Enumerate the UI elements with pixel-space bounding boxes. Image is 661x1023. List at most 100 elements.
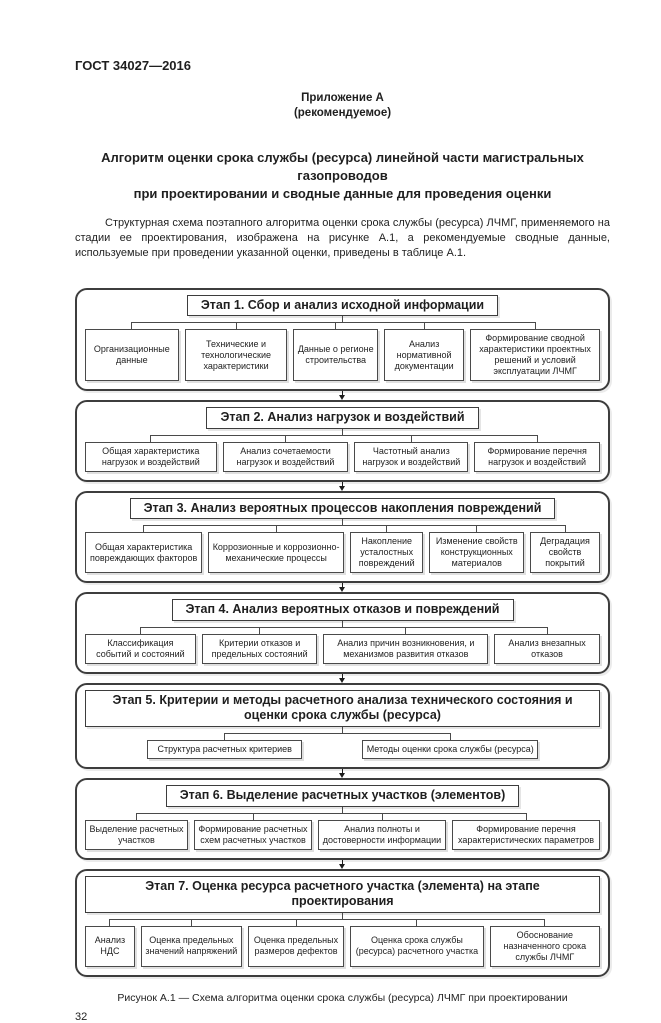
stage-1-title: Этап 1. Сбор и анализ исходной информаци… [186, 294, 499, 317]
stage-6-box-2: Формирование расчетных схем расчетных уч… [194, 819, 312, 850]
stage-6-box-1: Выделение расчетных участков [85, 819, 188, 850]
connector-line [284, 434, 286, 442]
appendix-label: Приложение А [301, 92, 384, 104]
connector-line [139, 626, 141, 634]
stage-4-box-1: Классификация событий и состояний [85, 633, 196, 664]
stage-2: Этап 2. Анализ нагрузок и воздействий Об… [75, 400, 610, 482]
stage-4: Этап 4. Анализ вероятных отказов и повре… [75, 592, 610, 674]
connector-line [342, 428, 343, 435]
stage-6-box-3: Анализ полноты и достоверности информаци… [318, 819, 446, 850]
arrow-down-icon [338, 769, 347, 779]
connector-line [423, 322, 425, 330]
connector-line [544, 918, 546, 926]
arrow-down-icon [338, 583, 347, 593]
stage-5: Этап 5. Критерии и методы расчетного ана… [75, 682, 610, 770]
stage-6-box-4: Формирование перечня характеристических … [452, 819, 600, 850]
stage-4-box-4: Анализ внезапных отказов [494, 633, 600, 664]
doc-number: ГОСТ 34027—2016 [75, 58, 191, 73]
page-number: 32 [75, 1010, 88, 1023]
arrow-down-icon [338, 859, 347, 869]
stage-5-title: Этап 5. Критерии и методы расчетного ана… [85, 689, 600, 728]
connector-line [131, 322, 536, 324]
connector-line [109, 918, 546, 920]
connector-line [139, 626, 548, 628]
stage-5-box-1: Структура расчетных критериев [147, 740, 303, 760]
connector-line [109, 918, 111, 926]
connector-line [143, 525, 145, 533]
stage-5-box-2: Методы оценки срока службы (ресурса) [362, 740, 538, 760]
stage-4-title: Этап 4. Анализ вероятных отказов и повре… [171, 599, 514, 621]
stage-1-box-4: Анализ нормативной документации [384, 329, 465, 382]
connector-line [342, 727, 343, 734]
stage-4-box-2: Критерии отказов и предельных состояний [201, 633, 318, 664]
connector-line [410, 434, 412, 442]
connector-line [342, 806, 343, 813]
stage-4-box-3: Анализ причин возникновения, и механизмо… [323, 633, 489, 664]
connector-line [405, 626, 407, 634]
connector-line [416, 918, 418, 926]
stage-3-box-2: Коррозионные и коррозионно-механические … [208, 532, 344, 574]
stage-2-title: Этап 2. Анализ нагрузок и воздействий [206, 407, 479, 429]
connector-line [224, 733, 451, 735]
page-title: Алгоритм оценки срока службы (ресурса) л… [75, 149, 610, 204]
connector-line [546, 626, 548, 634]
stage-1: Этап 1. Сбор и анализ исходной информаци… [75, 287, 610, 392]
appendix-heading: Приложение А (рекомендуемое) [75, 91, 610, 121]
connector-line [386, 525, 388, 533]
arrow-down-icon [338, 673, 347, 683]
stage-7-box-5: Обоснование назначенного срока службы ЛЧ… [489, 925, 600, 967]
stage-1-box-5: Формирование сводной характеристики прое… [470, 329, 600, 382]
connector-line [381, 812, 383, 820]
stage-7: Этап 7. Оценка ресурса расчетного участк… [75, 868, 610, 977]
connector-line [136, 812, 527, 814]
connector-line [150, 434, 538, 436]
connector-line [564, 525, 566, 533]
stage-3-box-5: Деградация свойств покрытий [530, 532, 600, 574]
connector-line [534, 322, 536, 330]
stage-1-box-2: Технические и технологические характерис… [184, 329, 288, 382]
connector-line [235, 322, 237, 330]
stage-3: Этап 3. Анализ вероятных процессов накоп… [75, 490, 610, 584]
connector-line [190, 918, 192, 926]
connector-line [150, 434, 152, 442]
stage-3-box-3: Накопление усталостных повреждений [349, 532, 424, 574]
stage-1-box-3: Данные о регионе строительства [293, 329, 379, 382]
connector-line [525, 812, 527, 820]
connector-line [476, 525, 478, 533]
stage-7-box-2: Оценка предельных значений напряжений [140, 925, 242, 967]
connector-line [335, 322, 337, 330]
figure-caption: Рисунок А.1 — Схема алгоритма оценки сро… [117, 991, 568, 1004]
stage-7-title: Этап 7. Оценка ресурса расчетного участк… [85, 875, 600, 913]
stage-2-box-3: Частотный анализ нагрузок и воздействий [354, 441, 469, 472]
connector-line [143, 525, 566, 527]
stage-2-box-2: Анализ сочетаемости нагрузок и воздейств… [222, 441, 349, 472]
connector-line [449, 733, 451, 741]
connector-line [224, 733, 226, 741]
connector-line [342, 912, 343, 919]
arrow-down-icon [338, 481, 347, 491]
stage-3-title: Этап 3. Анализ вероятных процессов накоп… [129, 497, 556, 520]
connector-line [131, 322, 133, 330]
stage-3-box-4: Изменение свойств конструкционных матери… [429, 532, 525, 574]
connector-line [341, 316, 343, 323]
arrow-down-icon [338, 391, 347, 401]
appendix-note: (рекомендуемое) [293, 106, 392, 119]
connector-line [295, 918, 297, 926]
stage-7-box-3: Оценка предельных размеров дефектов [247, 925, 345, 967]
stage-2-box-1: Общая характеристика нагрузок и воздейст… [85, 441, 217, 472]
stage-7-box-1: Анализ НДС [85, 925, 135, 967]
page-title-line1: Алгоритм оценки срока службы (ресурса) л… [101, 149, 584, 184]
stage-2-box-4: Формирование перечня нагрузок и воздейст… [474, 441, 600, 472]
stage-6-title: Этап 6. Выделение расчетных участков (эл… [165, 785, 520, 807]
connector-line [252, 812, 254, 820]
flowchart: Этап 1. Сбор и анализ исходной информаци… [75, 287, 610, 977]
connector-line [341, 519, 343, 526]
stage-6: Этап 6. Выделение расчетных участков (эл… [75, 778, 610, 860]
connector-line [342, 620, 343, 627]
connector-line [275, 525, 277, 533]
stage-1-box-1: Организационные данные [85, 329, 179, 382]
stage-3-box-1: Общая характеристика повреждающих фактор… [85, 532, 203, 574]
connector-line [259, 626, 261, 634]
intro-paragraph: Структурная схема поэтапного алгоритма о… [75, 217, 610, 259]
connector-line [136, 812, 137, 820]
